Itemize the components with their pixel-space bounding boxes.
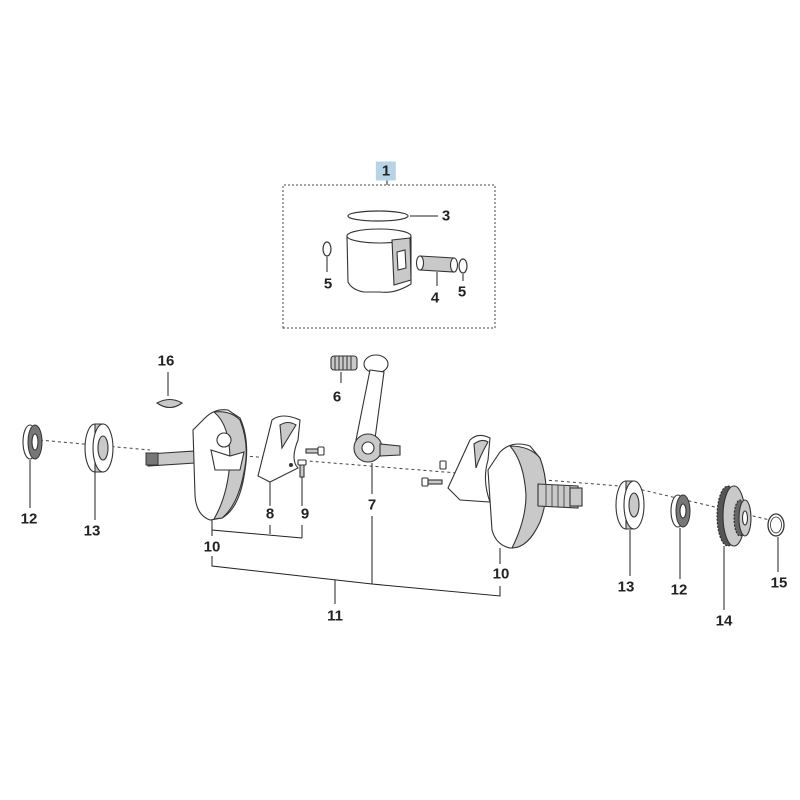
callout-11: 11 [327, 607, 343, 625]
oil-seal-left [22, 424, 43, 460]
callout-1: 1 [375, 161, 397, 181]
callout-5: 5 [323, 275, 333, 293]
callout-6: 6 [332, 388, 342, 406]
circlip-left [322, 241, 332, 272]
callout-13: 13 [617, 578, 635, 596]
balance-insert-left [257, 415, 301, 506]
callout-10: 10 [203, 538, 221, 556]
connecting-rod [353, 354, 401, 494]
main-bearing-left [84, 423, 114, 473]
bracket-8-9 [269, 525, 303, 538]
screw-left-lower [297, 459, 307, 506]
callout-5: 5 [457, 283, 467, 301]
callout-4: 4 [430, 289, 440, 307]
primary-gear [716, 485, 752, 610]
circlip-right [458, 258, 468, 281]
callout-15: 15 [770, 574, 788, 592]
screw-right [421, 477, 443, 487]
crank-half-right [487, 443, 583, 564]
screw-left [305, 446, 325, 456]
screw-right-upper [439, 460, 447, 470]
balance-insert-right [447, 434, 491, 503]
callout-12: 12 [670, 581, 688, 599]
callout-13: 13 [83, 522, 101, 540]
main-bearing-right [615, 480, 645, 576]
callout-12: 12 [20, 510, 38, 528]
piston-pin [415, 255, 459, 286]
callout-8: 8 [265, 505, 275, 523]
callout-3: 3 [441, 207, 451, 225]
piston-ring [347, 210, 438, 222]
callout-14: 14 [715, 612, 733, 630]
callout-7: 7 [367, 496, 377, 514]
piston [346, 228, 412, 293]
crank-half-left [145, 409, 248, 521]
woodruff-key [155, 372, 183, 409]
circlip-gear [767, 513, 785, 572]
needle-bearing [330, 355, 358, 383]
oil-seal-right [670, 494, 691, 579]
bracket-11 [211, 516, 501, 604]
callout-9: 9 [300, 505, 310, 523]
callout-16: 16 [157, 352, 175, 370]
bracket-10-left [211, 520, 303, 539]
callout-10: 10 [492, 565, 510, 583]
